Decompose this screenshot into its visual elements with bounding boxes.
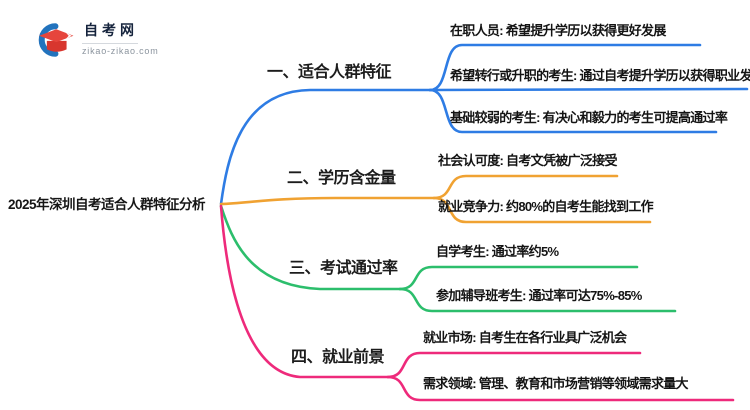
branch-1-leaf-2-line bbox=[428, 87, 749, 92]
branch-3-leaf-1-line bbox=[398, 265, 639, 291]
branch-1-line bbox=[219, 88, 432, 206]
branch-2-leaf-2-line bbox=[432, 196, 652, 224]
branch-2-leaf-2: 就业竞争力: 约80%的自考生能找到工作 bbox=[438, 199, 654, 214]
branch-2-line bbox=[219, 196, 436, 206]
branch-4-leaf-1-line bbox=[386, 351, 642, 379]
site-domain: zikao-zikao.com bbox=[82, 46, 159, 56]
branch-3-label: 三、考试通过率 bbox=[289, 260, 398, 277]
branch-4-line bbox=[219, 204, 390, 379]
branch-1-leaf-3-line bbox=[428, 88, 718, 134]
branch-1-leaf-3: 基础较弱的考生: 有决心和毅力的考生可提高通过率 bbox=[450, 110, 728, 125]
branch-1-leaf-1-line bbox=[428, 43, 702, 92]
branch-3-line bbox=[219, 204, 402, 291]
branch-2-leaf-1-line bbox=[432, 174, 619, 200]
branch-1-label: 一、适合人群特征 bbox=[267, 64, 392, 81]
branch-4-label: 四、就业前景 bbox=[291, 349, 385, 366]
branch-3-leaf-1: 自学考生: 通过率约5% bbox=[436, 244, 559, 259]
branch-1-leaf-2: 希望转行或升职的考生: 通过自考提升学历以获得职业发展 bbox=[450, 68, 750, 83]
branch-3-leaf-2-line bbox=[398, 287, 677, 313]
logo-text-block: 自考网 zikao-zikao.com bbox=[82, 14, 159, 56]
branch-4-leaf-1: 就业市场: 自考生在各行业具广泛机会 bbox=[423, 330, 627, 345]
branch-3-leaf-2: 参加辅导班考生: 通过率可达75%-85% bbox=[436, 288, 642, 303]
branch-2-label: 二、学历含金量 bbox=[287, 170, 396, 187]
branch-2-leaf-1: 社会认可度: 自考文凭被广泛接受 bbox=[438, 153, 617, 168]
zikao-logo-icon bbox=[38, 23, 74, 57]
site-name: 自考网 bbox=[82, 14, 138, 44]
branch-4-leaf-2: 需求领域: 管理、教育和市场营销等领域需求量大 bbox=[423, 376, 689, 391]
site-logo: 自考网 zikao-zikao.com bbox=[28, 14, 159, 60]
branch-4-leaf-2-line bbox=[386, 375, 735, 402]
root-topic: 2025年深圳自考适合人群特征分析 bbox=[8, 197, 206, 212]
branch-1-leaf-1: 在职人员: 希望提升学历以获得更好发展 bbox=[450, 23, 666, 38]
